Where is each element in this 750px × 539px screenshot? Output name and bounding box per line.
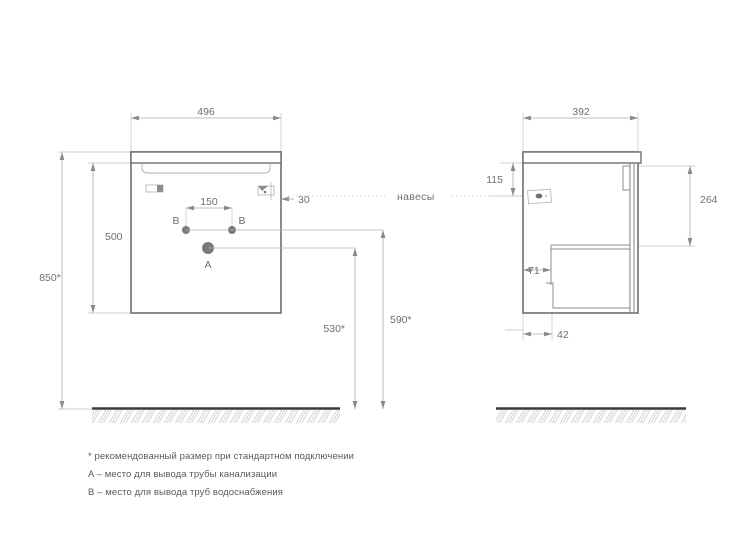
dim-label-side-plinth-offset: 71 xyxy=(528,265,540,277)
dim-overall-height: 850* xyxy=(39,152,65,409)
side-plinth-profile xyxy=(546,282,630,309)
supply-outlet-right-label: B xyxy=(238,215,245,227)
legend-note-supply: B – место для вывода труб водоснабжения xyxy=(88,487,284,498)
hanger-leader: навесы xyxy=(288,191,545,203)
side-countertop xyxy=(522,151,642,164)
dim-front-width: 496 xyxy=(131,106,281,121)
front-floor xyxy=(92,407,340,423)
dim-label-side-bracket-top: 115 xyxy=(486,174,503,186)
dim-side-bracket-top: 115 xyxy=(486,163,516,196)
drain-outlet-label: A xyxy=(204,259,211,271)
hanger-leader-label: навесы xyxy=(397,191,435,203)
legend-note-drain: A – место для вывода трубы канализации xyxy=(88,469,278,480)
front-countertop xyxy=(130,151,282,164)
dim-label-overall-height: 850* xyxy=(39,272,61,284)
dim-side-depth: 392 xyxy=(523,106,638,121)
side-upper-bracket xyxy=(622,165,630,191)
dim-label-front-width: 496 xyxy=(197,106,215,118)
dim-bracket-spacing: 150 xyxy=(185,196,233,228)
legend-note-recommended: * рекомендованный размер при стандартном… xyxy=(88,451,355,462)
dim-cabinet-height: 500 xyxy=(90,163,123,313)
dim-label-supply-height: 590* xyxy=(390,314,412,326)
dim-label-bracket-spacing: 150 xyxy=(200,196,218,208)
dim-front-edge-offset: 30 xyxy=(281,194,310,206)
dim-side-plinth-offset: 71 xyxy=(523,265,551,277)
side-shelf xyxy=(550,244,630,285)
dim-side-bracket-zone: 264 xyxy=(687,166,718,246)
dim-side-plinth-width: 42 xyxy=(523,329,569,341)
side-view: 392 xyxy=(486,106,718,423)
dim-supply-height: 590* xyxy=(380,230,412,409)
front-view: 496 30 xyxy=(39,106,412,423)
supply-outlet-left-label: B xyxy=(172,215,179,227)
hanger-bracket-left-icon xyxy=(145,184,164,193)
side-floor xyxy=(496,407,686,423)
dim-label-side-depth: 392 xyxy=(572,106,590,118)
dim-label-side-plinth-width: 42 xyxy=(557,329,569,341)
side-hanger-bracket-icon xyxy=(527,188,552,205)
dim-label-drain-height: 530* xyxy=(323,323,345,335)
dim-label-side-bracket-zone: 264 xyxy=(700,194,718,206)
front-handle-groove xyxy=(141,163,271,174)
dim-drain-height: 530* xyxy=(323,248,358,409)
side-door-panel xyxy=(629,163,635,313)
side-cabinet-body xyxy=(522,151,639,314)
legend-block: * рекомендованный размер при стандартном… xyxy=(88,448,508,502)
outlet-leader-lines xyxy=(186,229,383,249)
dim-label-cabinet-height: 500 xyxy=(105,231,123,243)
dim-label-front-edge-offset: 30 xyxy=(298,194,310,206)
front-cabinet-body xyxy=(130,151,282,314)
hanger-bracket-right-icon xyxy=(257,182,275,200)
